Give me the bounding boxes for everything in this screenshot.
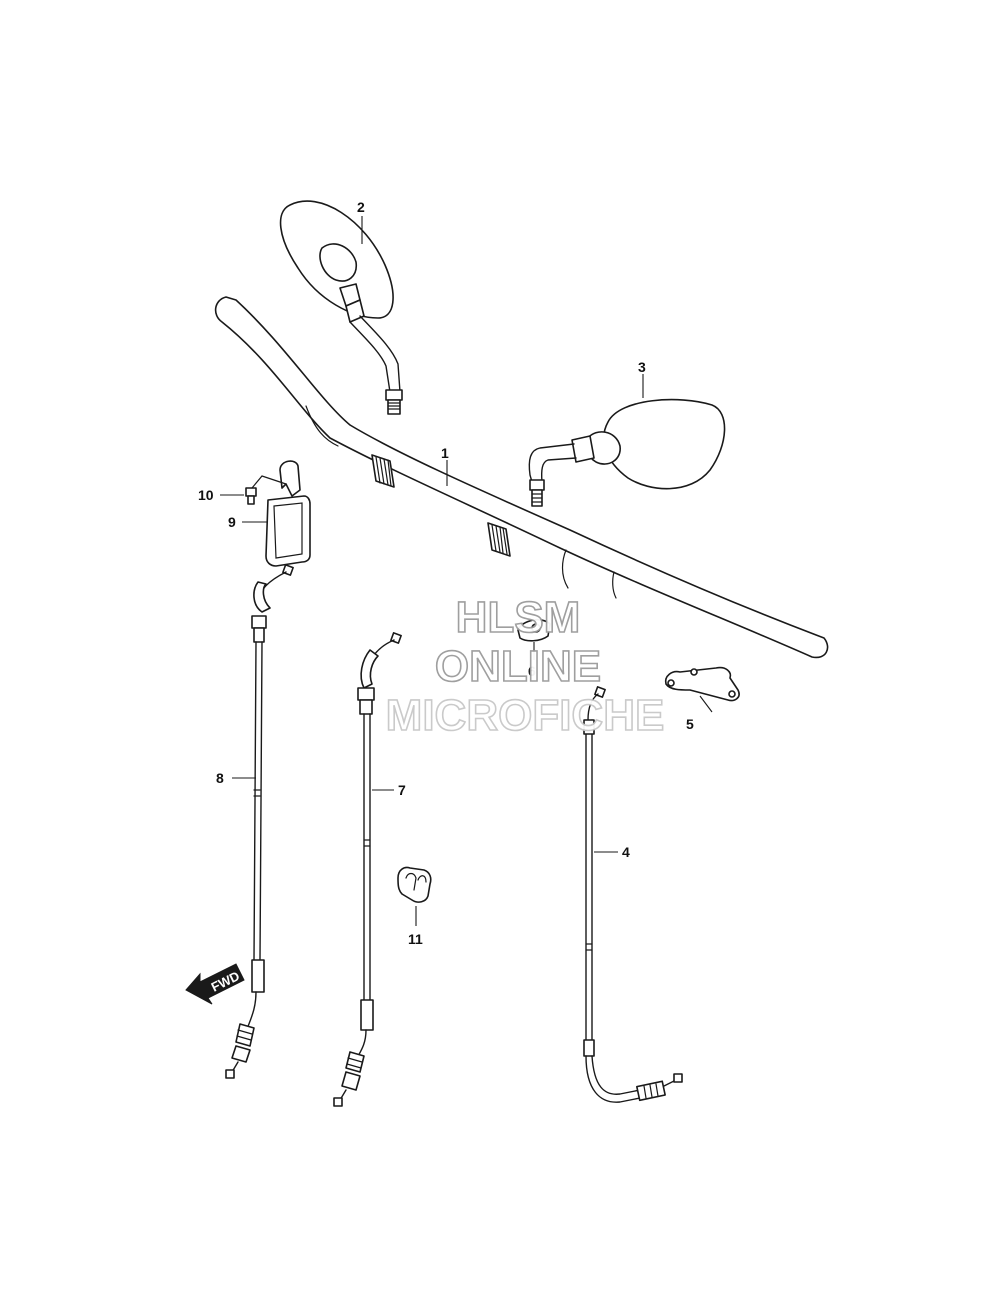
cable-clamp-small (517, 618, 551, 642)
handlebar-knurl-right (487, 522, 511, 557)
throttle-cable-8 (225, 564, 294, 1079)
cable-guide-plate (265, 460, 311, 567)
watermark: HLSM ONLINE MICROFICHE (385, 592, 665, 741)
watermark-line-1: HLSM (456, 593, 581, 642)
cable-clip (397, 866, 432, 903)
callout-9: 9 (228, 514, 236, 530)
callout-5: 5 (686, 716, 694, 732)
callout-2: 2 (357, 199, 365, 215)
handlebar-knurl-left (371, 454, 395, 488)
screw (245, 475, 287, 505)
throttle-cable-7 (333, 632, 402, 1107)
callout-4: 4 (622, 844, 630, 860)
left-mirror (279, 200, 403, 415)
callout-8: 8 (216, 770, 224, 786)
fwd-arrow: FWD (185, 963, 245, 1005)
right-mirror (528, 398, 726, 507)
leader-lines (220, 216, 713, 926)
callout-3: 3 (638, 359, 646, 375)
cable-4 (583, 686, 683, 1103)
callout-labels: 1 2 3 4 5 6 7 8 9 10 11 (198, 199, 694, 947)
callout-7: 7 (398, 782, 406, 798)
handlebar (214, 296, 829, 659)
callout-1: 1 (441, 445, 449, 461)
fwd-arrow-label: FWD (209, 968, 242, 994)
callout-11: 11 (408, 931, 423, 947)
callout-10: 10 (198, 487, 214, 503)
watermark-line-3: MICROFICHE (386, 691, 665, 740)
watermark-line-2: ONLINE (435, 642, 601, 691)
bracket (664, 666, 740, 702)
callout-6: 6 (528, 663, 536, 679)
